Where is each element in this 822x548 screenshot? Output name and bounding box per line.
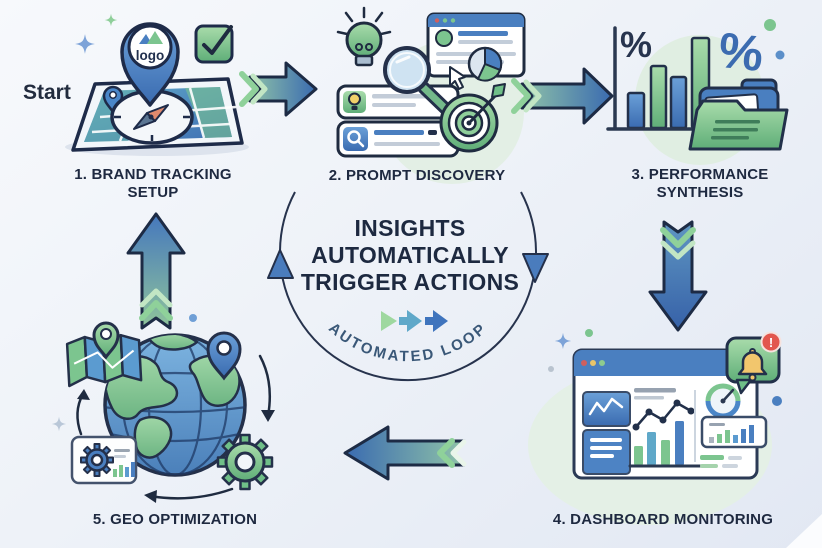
sparkle-icon [75, 34, 95, 54]
step2-prompt-discovery-icon [336, 6, 526, 158]
start-label: Start [23, 81, 71, 104]
deco-dot [775, 50, 785, 60]
bulb-glyph-icon [348, 92, 361, 106]
mini-report-card [700, 415, 768, 449]
bell-icon [737, 348, 768, 382]
pie-chart-icon [467, 46, 503, 82]
brand-logo-pin-icon: logo [120, 22, 180, 107]
window-titlebar [574, 350, 757, 376]
logo-text: logo [136, 48, 165, 63]
checkmark-box-icon [194, 24, 234, 64]
alert-badge-text: ! [769, 335, 773, 350]
settings-card-icon [70, 435, 138, 485]
window-dot-green [599, 360, 605, 366]
deco-dot [772, 396, 782, 406]
map-pin-blue-icon [206, 331, 242, 381]
window-dot-yellow [590, 360, 596, 366]
search-glyph-icon [347, 130, 365, 148]
step1-brand-tracking-icon: logo [65, 13, 249, 156]
sparkle-icon [51, 416, 67, 432]
sparkle-icon [104, 13, 118, 27]
loop-arrowhead-down-icon [522, 253, 549, 283]
notification-bubble-icon: ! [725, 331, 782, 395]
deco-dot [189, 314, 197, 322]
map-pin-green-icon [92, 321, 120, 360]
arrow-step1-to-step2 [239, 61, 318, 117]
corner-fold [786, 514, 822, 548]
deco-dot [585, 329, 593, 337]
gear-large-icon [216, 433, 274, 491]
step2-title: 2. PROMPT DISCOVERY [328, 167, 506, 184]
logo-mountain-green [147, 31, 163, 44]
step3-title: 3. PERFORMANCE SYNTHESIS [631, 166, 769, 201]
step1-title: 1. BRAND TRACKING SETUP [74, 166, 232, 201]
percent-large: % [716, 22, 766, 82]
lightbulb-icon [336, 6, 392, 67]
center-headline: INSIGHTS AUTOMATICALLY TRIGGER ACTIONS [300, 215, 520, 295]
folder-icon [688, 78, 789, 151]
target-icon [439, 83, 506, 153]
dart-icon [469, 83, 506, 123]
step3-performance-icon: % % [606, 19, 789, 151]
step4-title: 4. DASHBOARD MONITORING [552, 511, 774, 528]
sparkle-icon [554, 332, 572, 350]
dashboard-main-charts [628, 388, 702, 468]
mini-arrows-icon [381, 310, 448, 332]
arrow-step3-to-step4 [648, 220, 708, 332]
percent-small: % [620, 24, 652, 65]
loop-arrowhead-up-icon [267, 249, 294, 279]
arrow-step2-to-step3 [511, 67, 614, 125]
deco-dot [548, 366, 554, 372]
deco-dot [764, 19, 776, 31]
arrow-step5-to-step1 [126, 212, 186, 330]
gear-small-icon [80, 443, 114, 477]
cycle-arrows-icon [76, 354, 275, 503]
step4-dashboard-icon: ! [548, 329, 782, 480]
arrow-step4-to-step5 [343, 425, 467, 481]
step5-geo-optimization-icon [51, 314, 275, 503]
window-dot-red [581, 360, 587, 366]
cursor-icon [449, 66, 466, 90]
alert-badge-icon [760, 331, 782, 353]
bar-chart-icon [606, 26, 711, 131]
gauge-icon [705, 383, 741, 419]
step5-title: 5. GEO OPTIMIZATION [92, 511, 258, 528]
dashboard-sidebar [582, 391, 631, 475]
